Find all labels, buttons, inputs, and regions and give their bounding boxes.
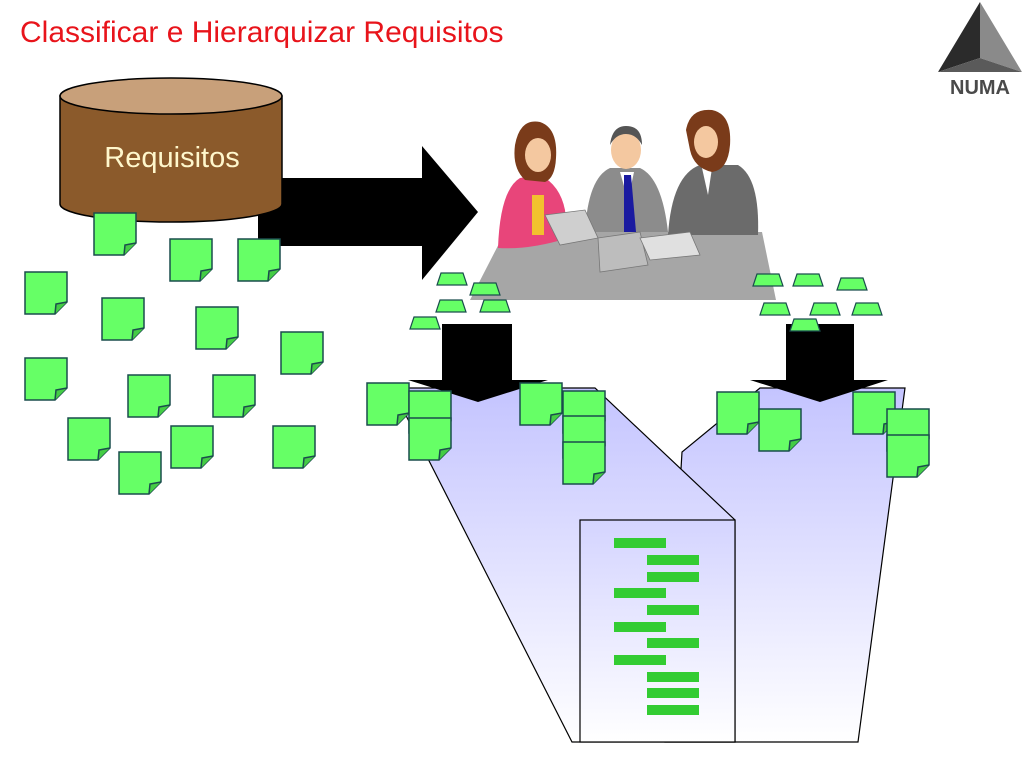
requirement-note (24, 271, 68, 315)
requirement-note (758, 408, 802, 452)
requirement-note (716, 391, 760, 435)
requirement-note (886, 434, 930, 478)
requirement-note (237, 238, 281, 282)
requirement-note (67, 417, 111, 461)
cylinder-database-icon (59, 77, 283, 223)
list-bar (614, 538, 666, 548)
slide-title: Classificar e Hierarquizar Requisitos (20, 16, 504, 49)
list-bar (647, 555, 699, 565)
meeting-people-icon (470, 109, 776, 300)
numa-logo (938, 2, 1022, 72)
requirement-note (24, 357, 68, 401)
requirement-note (272, 425, 316, 469)
flat-note (809, 302, 841, 316)
flat-note (435, 299, 467, 313)
requirement-note (280, 331, 324, 375)
flat-note (836, 277, 868, 291)
requirement-note (366, 382, 410, 426)
list-bar (614, 622, 666, 632)
flat-note (789, 318, 821, 332)
requirement-note (127, 374, 171, 418)
list-bar (614, 655, 666, 665)
requirement-note (408, 417, 452, 461)
list-bar (647, 672, 699, 682)
requirement-note (169, 238, 213, 282)
requirement-note (170, 425, 214, 469)
requirement-note (195, 306, 239, 350)
requirement-note (519, 382, 563, 426)
requirement-note (93, 212, 137, 256)
flat-note (759, 302, 791, 316)
right-down-arrow (750, 324, 888, 402)
flat-note (436, 272, 468, 286)
logo-text: NUMA (950, 77, 1010, 99)
list-bar (647, 638, 699, 648)
requirement-note (212, 374, 256, 418)
list-bar (647, 605, 699, 615)
flat-note (792, 273, 824, 287)
list-bar (647, 572, 699, 582)
flat-note (409, 316, 441, 330)
flat-note (851, 302, 883, 316)
flat-note (752, 273, 784, 287)
list-bar (647, 705, 699, 715)
requirement-note (562, 441, 606, 485)
left-down-arrow (408, 324, 548, 402)
flat-note (469, 282, 501, 296)
list-bar (647, 688, 699, 698)
list-bar (614, 588, 666, 598)
requirement-note (101, 297, 145, 341)
flat-note (479, 299, 511, 313)
big-right-arrow (258, 146, 478, 280)
pyramid-logo-icon (938, 2, 1022, 72)
requirement-note (118, 451, 162, 495)
database-label: Requisitos (104, 142, 240, 174)
ranked-list-document (579, 519, 736, 743)
